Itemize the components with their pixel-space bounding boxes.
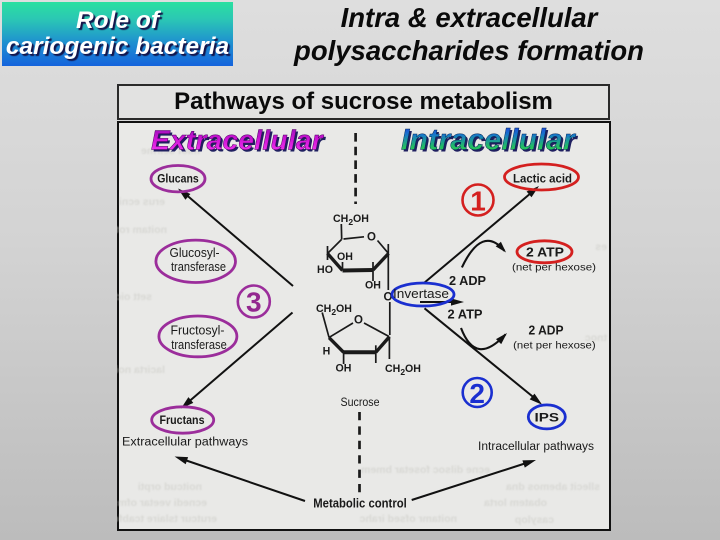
- svg-text:Extracellular pathways: Extracellular pathways: [122, 437, 248, 449]
- svg-text:sllecit abemos dna: sllecit abemos dna: [506, 481, 600, 493]
- svg-text:OH: OH: [337, 251, 353, 263]
- svg-text:tnoc: tnoc: [585, 332, 607, 344]
- svg-text:transferase: transferase: [171, 338, 227, 352]
- svg-text:Glucosyl-: Glucosyl-: [170, 246, 220, 260]
- svg-text:noitcud orpti: noitcud orpti: [138, 481, 202, 493]
- svg-text:2: 2: [469, 378, 485, 409]
- svg-text:OH: OH: [365, 280, 381, 292]
- svg-text:2 ADP: 2 ADP: [449, 273, 486, 288]
- svg-text:erus ecni: erus ecni: [119, 196, 165, 208]
- svg-text:HO: HO: [317, 264, 333, 276]
- svg-text:Sucrose: Sucrose: [341, 395, 380, 409]
- svg-text:O: O: [354, 315, 363, 327]
- svg-text:Glucans: Glucans: [157, 174, 199, 186]
- svg-text:noitam rot: noitam rot: [117, 224, 167, 236]
- svg-text:IPS: IPS: [535, 411, 560, 425]
- svg-text:noitamr ofsed irahc: noitamr ofsed irahc: [359, 513, 457, 525]
- svg-text:Intracellular: Intracellular: [401, 124, 577, 157]
- svg-text:CH2OH: CH2OH: [385, 363, 421, 377]
- svg-text:lacirta noi: lacirta noi: [117, 364, 165, 376]
- svg-text:es: es: [595, 241, 607, 253]
- svg-text:casylop: casylop: [515, 514, 554, 526]
- svg-text:Fructans: Fructans: [160, 415, 205, 427]
- svg-text:obatem lorta: obatem lorta: [484, 497, 547, 509]
- svg-text:O: O: [384, 292, 393, 304]
- svg-text:CH2OH: CH2OH: [316, 303, 352, 317]
- svg-text:Extracellular: Extracellular: [153, 127, 327, 158]
- svg-text:2 ATP: 2 ATP: [448, 307, 483, 322]
- svg-text:Metabolic control: Metabolic control: [313, 497, 407, 511]
- svg-text:CH2OH: CH2OH: [333, 213, 369, 227]
- svg-text:3: 3: [246, 287, 262, 318]
- svg-text:H: H: [323, 346, 331, 358]
- svg-text:Intracellular: Intracellular: [403, 126, 579, 159]
- svg-text:O: O: [367, 232, 376, 244]
- svg-text:ecnedi veetar ofmsil: ecnedi veetar ofmsil: [117, 497, 207, 509]
- svg-text:Lactic acid: Lactic acid: [513, 174, 572, 186]
- svg-text:miof selrme: miof selrme: [141, 145, 200, 157]
- svg-text:Intracellular pathways: Intracellular pathways: [478, 441, 594, 453]
- svg-text:2 ADP: 2 ADP: [529, 322, 564, 337]
- svg-text:OH: OH: [336, 363, 352, 375]
- svg-text:Invertase: Invertase: [393, 287, 449, 301]
- svg-text:Fructosyl-: Fructosyl-: [171, 324, 225, 338]
- svg-text:ecne dilsoc fosetar bmem: ecne dilsoc fosetar bmem: [361, 464, 490, 476]
- svg-text:(net per hexose): (net per hexose): [512, 262, 596, 274]
- svg-text:transferase: transferase: [171, 260, 226, 274]
- svg-text:Extracellular: Extracellular: [151, 125, 325, 156]
- svg-text:(net per hexose): (net per hexose): [513, 340, 596, 352]
- svg-text:1: 1: [470, 186, 486, 217]
- svg-text:sett oid: sett oid: [117, 291, 152, 303]
- svg-text:2 ATP: 2 ATP: [526, 245, 564, 259]
- svg-text:erutcur tslaire tcabfo: erutcur tslaire tcabfo: [117, 513, 217, 525]
